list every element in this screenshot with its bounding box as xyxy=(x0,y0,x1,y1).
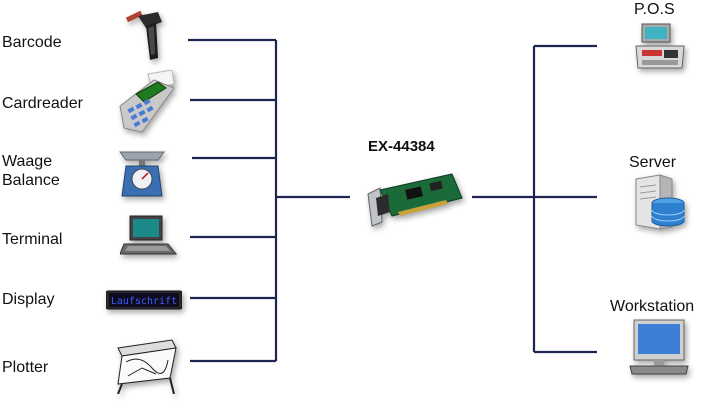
server-icon xyxy=(630,173,686,233)
pos-register-icon xyxy=(634,22,686,72)
label-cardreader: Cardreader xyxy=(2,95,83,112)
led-display-icon: Laufschrift xyxy=(106,290,182,310)
label-balance: Balance xyxy=(2,172,60,189)
led-display-text: Laufschrift xyxy=(111,296,177,307)
label-server: Server xyxy=(629,154,677,171)
label-terminal: Terminal xyxy=(2,231,63,248)
label-waage: Waage xyxy=(2,153,53,170)
pcie-serial-card-icon xyxy=(362,168,466,228)
card-reader-icon xyxy=(114,70,178,136)
label-plotter: Plotter xyxy=(2,359,49,376)
scale-icon xyxy=(118,146,166,198)
label-display: Display xyxy=(2,291,55,308)
workstation-icon xyxy=(628,318,690,376)
terminal-icon xyxy=(120,214,178,258)
plotter-icon xyxy=(112,338,180,394)
barcode-scanner-icon xyxy=(124,8,168,62)
label-barcode: Barcode xyxy=(2,34,62,51)
label-pos: P.O.S xyxy=(634,1,675,18)
label-workstation: Workstation xyxy=(610,298,695,315)
card-title: EX-44384 xyxy=(368,138,435,155)
